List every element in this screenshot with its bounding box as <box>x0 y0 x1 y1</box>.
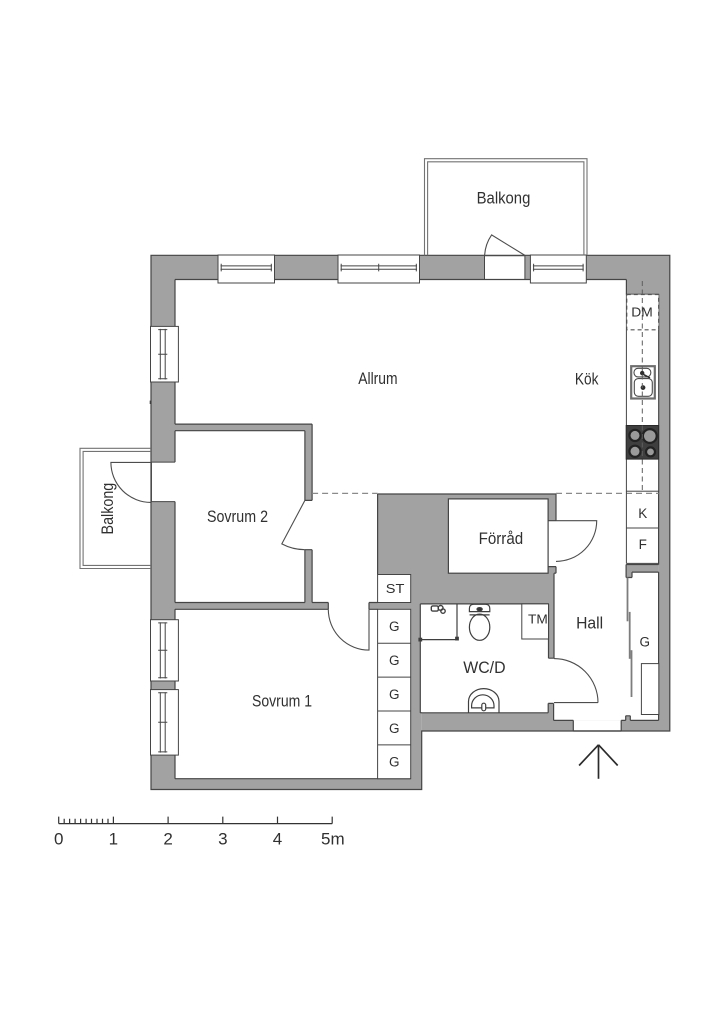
svg-text:Sovrum 1: Sovrum 1 <box>252 691 312 710</box>
svg-text:Kök: Kök <box>575 369 599 388</box>
svg-text:ST: ST <box>386 582 405 596</box>
svg-text:1: 1 <box>109 830 118 849</box>
svg-text:Balkong: Balkong <box>98 483 117 535</box>
svg-text:Balkong: Balkong <box>477 189 531 208</box>
svg-text:G: G <box>389 687 400 702</box>
svg-text:DM: DM <box>631 305 653 319</box>
svg-text:TM: TM <box>528 613 548 627</box>
svg-text:Förråd: Förråd <box>479 529 524 548</box>
svg-text:5m: 5m <box>321 830 345 849</box>
svg-text:0: 0 <box>54 830 63 849</box>
svg-text:G: G <box>389 755 400 770</box>
svg-text:3: 3 <box>218 830 227 849</box>
svg-text:WC/D: WC/D <box>463 658 505 677</box>
svg-text:F: F <box>639 537 647 552</box>
svg-text:G: G <box>389 653 400 668</box>
svg-text:4: 4 <box>273 830 282 849</box>
svg-text:2: 2 <box>163 830 172 849</box>
svg-text:G: G <box>389 619 400 634</box>
svg-text:K: K <box>638 506 647 521</box>
svg-text:Sovrum 2: Sovrum 2 <box>207 507 268 526</box>
svg-text:Allrum: Allrum <box>358 369 397 388</box>
svg-text:G: G <box>640 634 651 649</box>
svg-text:G: G <box>389 721 400 736</box>
svg-text:Hall: Hall <box>576 614 603 633</box>
